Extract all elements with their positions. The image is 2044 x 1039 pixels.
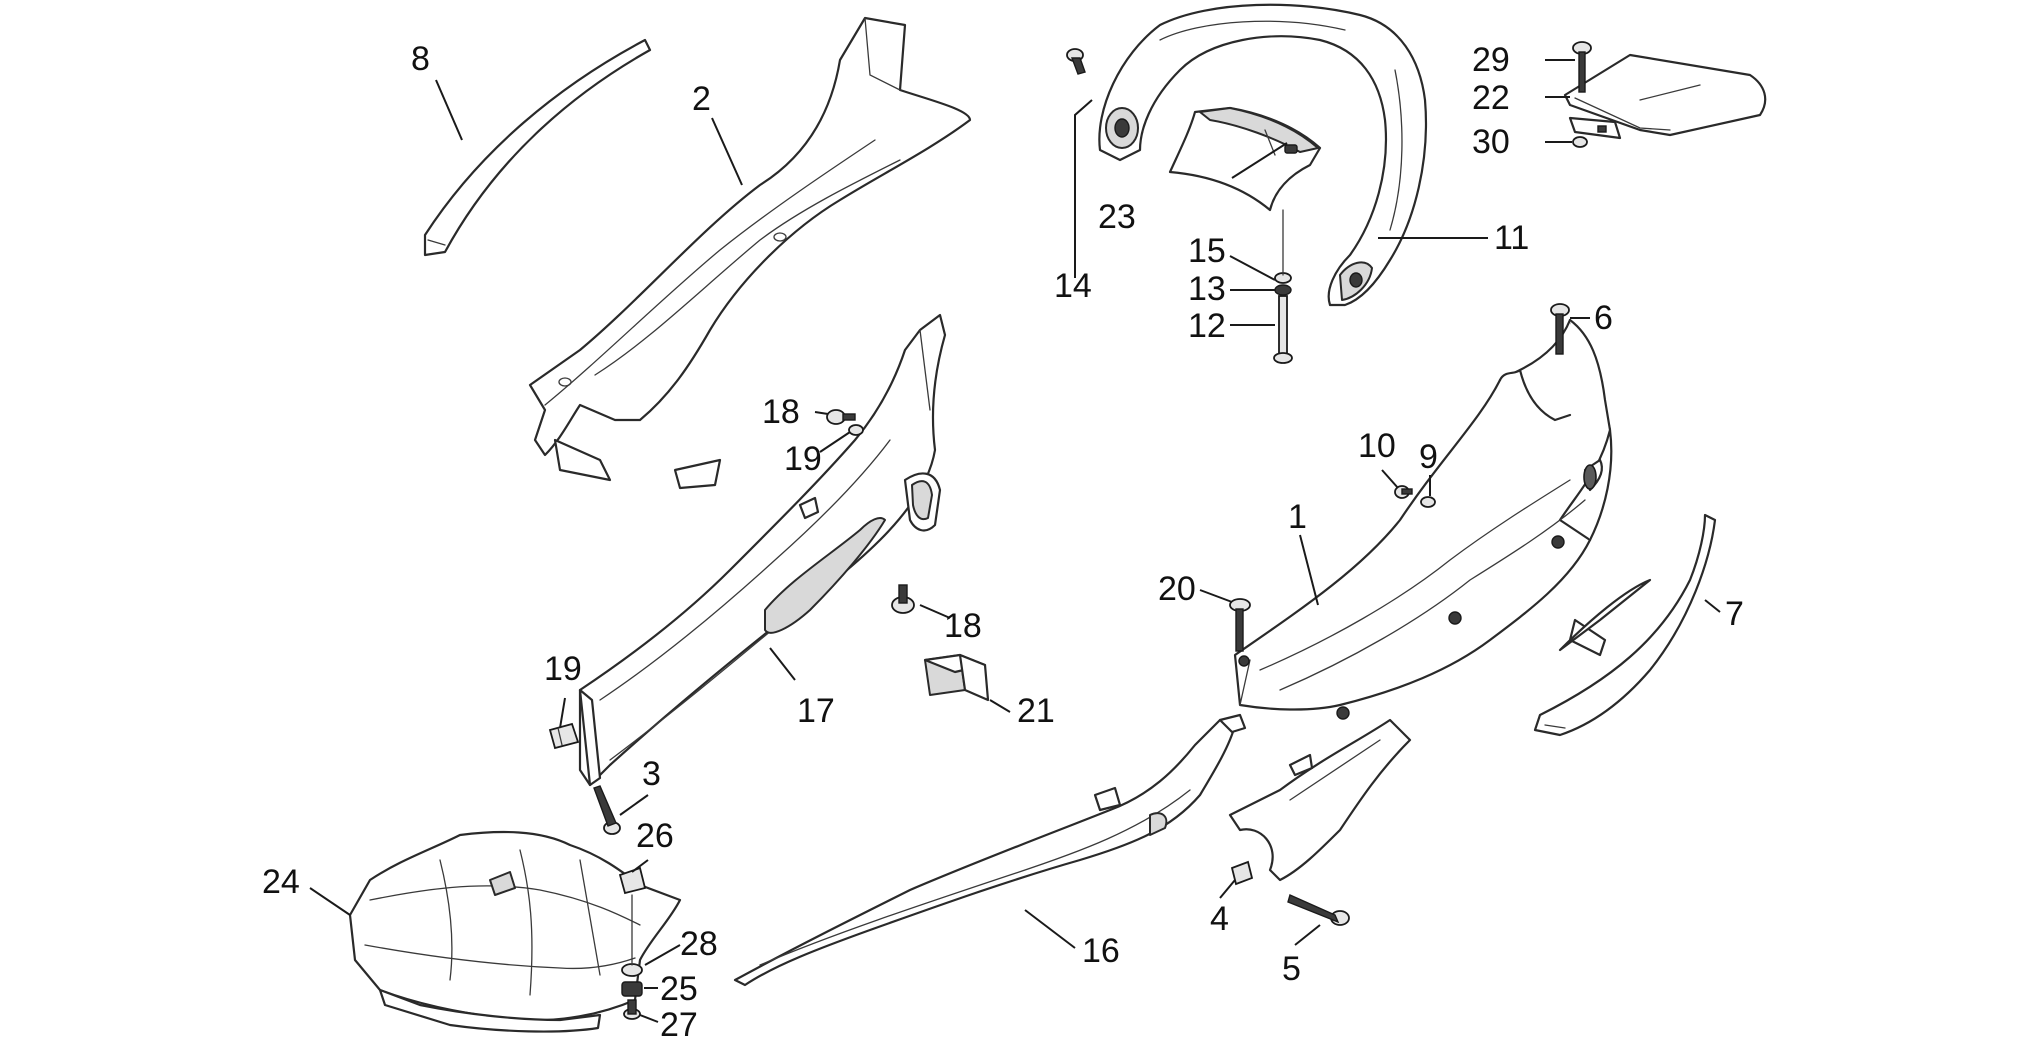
screw-21 — [1229, 598, 1251, 652]
callout-labels: 8 2 14 23 11 15 13 12 29 22 30 6 18 19 1… — [262, 40, 1744, 1039]
part-7-trim-strip — [1533, 513, 1717, 737]
screw-28 — [623, 999, 641, 1020]
screw-3 — [593, 785, 621, 835]
part-1-side-fairing — [1228, 318, 1613, 882]
callout-19: 19 — [784, 440, 822, 478]
callout-28: 27 — [660, 1006, 698, 1039]
callout-17: 17 — [797, 692, 835, 730]
callout-18-lower: 18 — [944, 607, 982, 645]
screw-30 — [1572, 41, 1592, 93]
callout-29: 28 — [680, 925, 718, 963]
callout-2: 2 — [692, 80, 711, 118]
bolt-12 — [1273, 295, 1293, 364]
callout-26: 25 — [660, 970, 698, 1008]
bushing-29 — [621, 963, 643, 977]
part-2-side-panel-cover — [528, 16, 972, 490]
callout-30: 29 — [1472, 41, 1510, 79]
clip-20 — [548, 722, 580, 750]
callout-16: 16 — [1082, 932, 1120, 970]
screw-6 — [1550, 303, 1570, 355]
callout-27: 26 — [636, 817, 674, 855]
callout-14: 14 — [1054, 267, 1092, 305]
callout-12: 12 — [1188, 307, 1226, 345]
callout-6: 6 — [1594, 299, 1613, 337]
screw-18-lower — [891, 584, 915, 614]
callout-22: 21 — [1017, 692, 1055, 730]
washer-9 — [1420, 496, 1436, 508]
callout-20: 19 — [544, 650, 582, 688]
callout-25: 24 — [262, 863, 300, 901]
hardware-parts — [548, 41, 1592, 1020]
clip-4 — [1230, 860, 1254, 886]
callout-21: 20 — [1158, 570, 1196, 608]
washer-31 — [1572, 136, 1588, 148]
part-17-left-panel — [578, 313, 947, 787]
callout-11: 11 — [1494, 219, 1529, 257]
screw-18-upper — [826, 409, 856, 425]
callout-8: 8 — [411, 40, 430, 78]
part-25-floor-tray — [348, 830, 682, 1033]
leader-lines — [309, 59, 1721, 1023]
callout-5: 5 — [1282, 950, 1301, 988]
callout-31: 30 — [1472, 123, 1510, 161]
callout-23: 22 — [1472, 79, 1510, 117]
screw-10 — [1394, 485, 1413, 499]
callout-3: 3 — [642, 755, 661, 793]
washer-26 — [621, 981, 643, 997]
washer-13 — [1274, 284, 1292, 296]
callout-13: 13 — [1188, 270, 1226, 308]
callout-7: 7 — [1725, 595, 1744, 633]
part-16-lower-trim — [733, 713, 1247, 987]
screw-5 — [1287, 894, 1350, 926]
callout-18-upper: 18 — [762, 393, 800, 431]
callout-9: 9 — [1419, 438, 1438, 476]
callout-4: 4 — [1210, 900, 1229, 938]
callout-10: 10 — [1358, 427, 1396, 465]
part-22-block — [923, 653, 990, 702]
part-8-trim-strip — [423, 38, 652, 257]
part-24-rail-cover — [1168, 106, 1322, 212]
washer-19 — [848, 424, 864, 436]
callout-1: 1 — [1288, 498, 1307, 536]
part-23-carrier-plate — [1563, 53, 1767, 140]
callout-15: 15 — [1188, 232, 1226, 270]
screw-14 — [1066, 48, 1086, 75]
callout-24: 23 — [1098, 198, 1136, 236]
part-11-grab-rail — [1098, 3, 1428, 307]
